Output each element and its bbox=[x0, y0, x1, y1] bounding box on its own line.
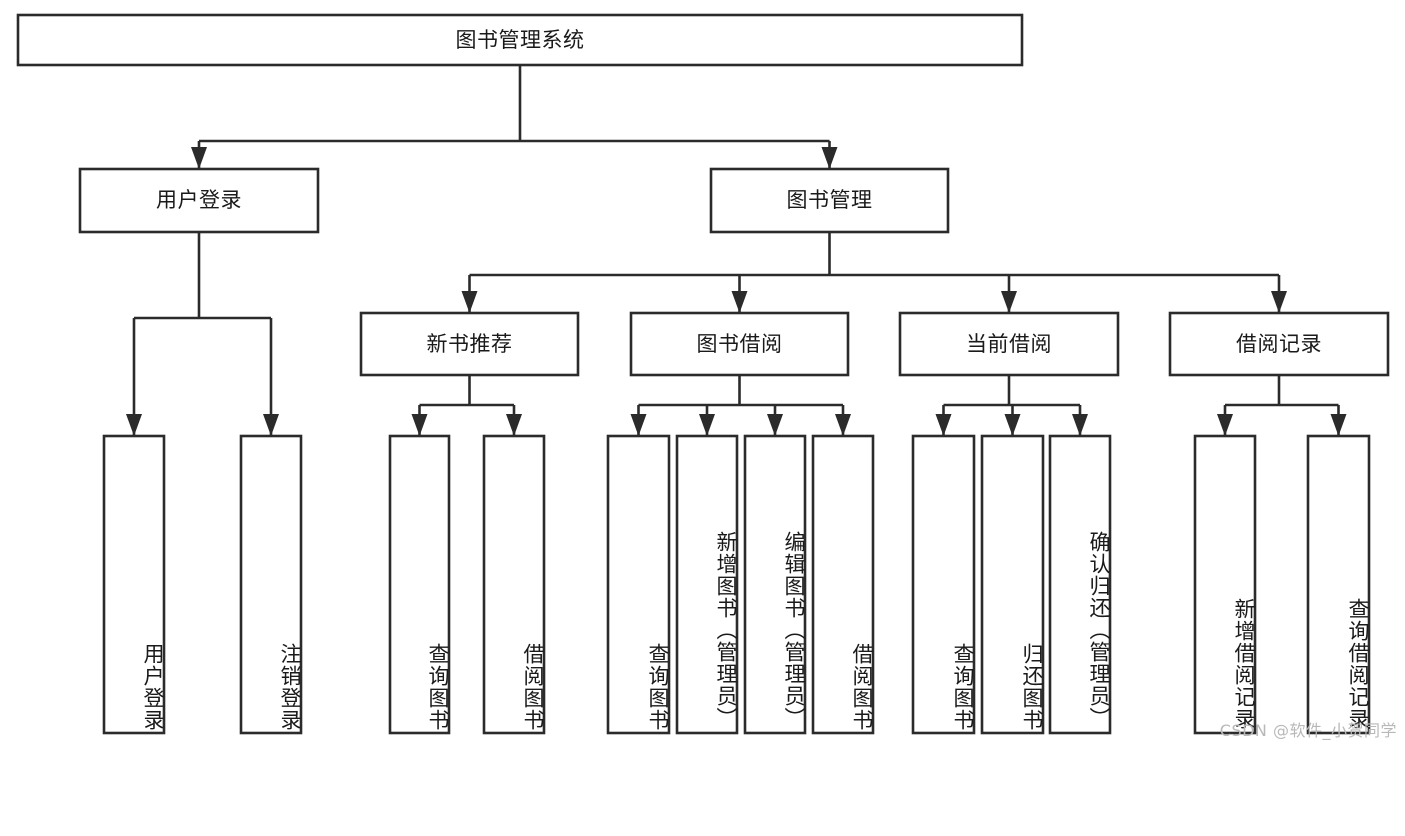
node-box-leaf-add-book-admin[interactable] bbox=[675, 434, 739, 735]
node-box-leaf-borrow-book-bor[interactable] bbox=[811, 434, 875, 735]
node-box-book-management[interactable] bbox=[709, 167, 950, 234]
functional-structure-diagram: 图书管理系统用户登录图书管理新书推荐图书借阅当前借阅借阅记录用户登录注销登录查询… bbox=[16, 13, 1397, 740]
arrow-head bbox=[731, 291, 748, 313]
arrow-head bbox=[411, 414, 428, 436]
arrow-head bbox=[191, 147, 207, 169]
node-box-leaf-add-borrow-record[interactable] bbox=[1193, 434, 1257, 735]
arrow-head bbox=[263, 414, 279, 436]
arrow-head bbox=[630, 414, 647, 436]
node-box-leaf-user-logout[interactable] bbox=[239, 434, 303, 735]
arrow-head bbox=[835, 414, 851, 436]
arrow-head bbox=[1001, 291, 1017, 313]
node-box-leaf-confirm-return-admin[interactable] bbox=[1048, 434, 1112, 735]
node-box-leaf-query-book-rec[interactable] bbox=[388, 434, 451, 735]
arrow-head bbox=[699, 414, 715, 436]
node-box-leaf-user-login[interactable] bbox=[102, 434, 166, 735]
arrow-head bbox=[1004, 414, 1021, 436]
node-box-current-borrow[interactable] bbox=[898, 311, 1120, 377]
node-box-leaf-query-borrow-record[interactable] bbox=[1306, 434, 1371, 735]
arrow-head bbox=[1217, 414, 1233, 436]
arrow-head bbox=[1072, 414, 1088, 436]
node-box-leaf-query-book-bor[interactable] bbox=[606, 434, 671, 735]
arrow-head bbox=[767, 414, 783, 436]
arrow-head bbox=[935, 414, 952, 436]
node-box-root[interactable] bbox=[16, 13, 1024, 67]
arrow-head bbox=[506, 414, 522, 436]
edges-layer bbox=[126, 65, 1347, 436]
arrow-head bbox=[1271, 291, 1287, 313]
boxes-layer bbox=[16, 13, 1390, 735]
arrow-head bbox=[126, 414, 142, 436]
arrow-head bbox=[461, 291, 478, 313]
node-box-leaf-borrow-book-rec[interactable] bbox=[482, 434, 546, 735]
csdn-watermark: CSDN @软件_小贺同学 bbox=[1219, 721, 1397, 740]
node-box-borrow-record[interactable] bbox=[1168, 311, 1390, 377]
diagram-canvas bbox=[16, 13, 1390, 735]
arrow-head bbox=[1330, 414, 1347, 436]
node-box-new-book-recommend[interactable] bbox=[359, 311, 580, 377]
arrow-head bbox=[821, 147, 838, 169]
node-box-leaf-edit-book-admin[interactable] bbox=[743, 434, 807, 735]
node-box-leaf-query-book-cur[interactable] bbox=[911, 434, 976, 735]
node-box-leaf-return-book[interactable] bbox=[980, 434, 1045, 735]
node-box-book-borrow[interactable] bbox=[629, 311, 850, 377]
node-box-user-login[interactable] bbox=[78, 167, 320, 234]
